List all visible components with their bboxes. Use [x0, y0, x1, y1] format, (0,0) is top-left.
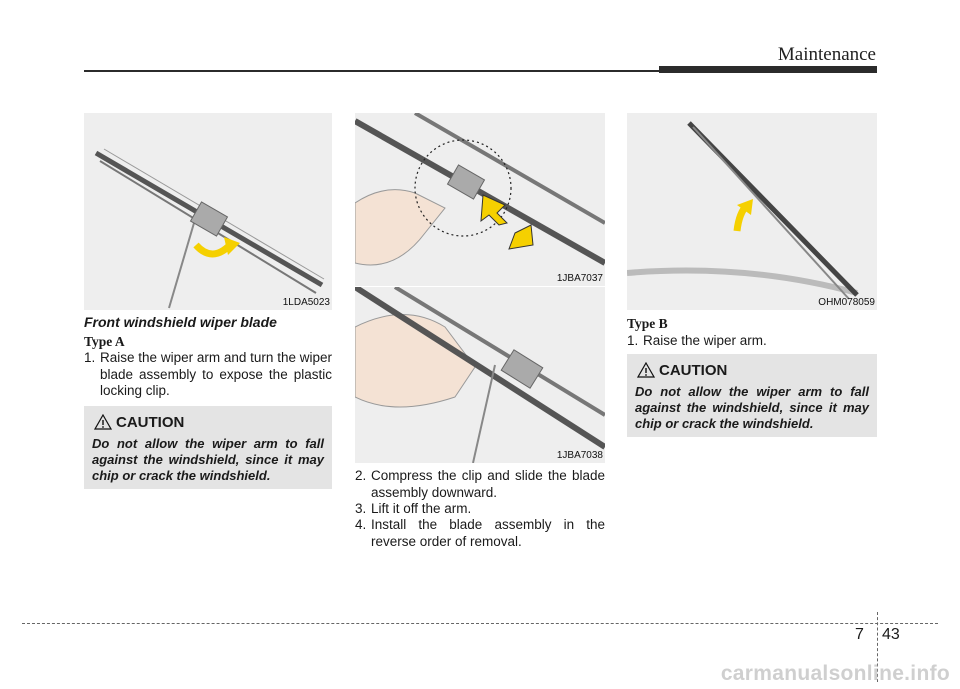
header-rule	[84, 70, 659, 72]
step-1-type-a: 1. Raise the wiper arm and turn the wipe…	[84, 350, 332, 400]
step-text: Lift it off the arm.	[371, 501, 472, 516]
figure-code: 1JBA7038	[556, 450, 603, 461]
caution-text: Do not allow the wiper arm to fall again…	[92, 436, 324, 483]
figure-wiper-type-a-turn: 1LDA5023	[84, 113, 332, 310]
type-b-label: Type B	[627, 316, 668, 331]
step-4: 4. Install the blade assembly in the rev…	[355, 517, 605, 550]
step-number: 3.	[355, 501, 367, 516]
step-3: 3. Lift it off the arm.	[355, 501, 605, 518]
caution-box-left: CAUTION Do not allow the wiper arm to fa…	[84, 406, 332, 489]
footer-rule	[22, 623, 938, 624]
warning-triangle-icon	[637, 362, 655, 378]
type-a-label: Type A	[84, 334, 125, 349]
step-number: 1.	[84, 350, 96, 365]
figure-code: 1JBA7037	[556, 273, 603, 284]
footer-divider	[877, 612, 878, 682]
caution-box-right: CAUTION Do not allow the wiper arm to fa…	[627, 354, 877, 437]
section-subtitle: Front windshield wiper blade	[84, 314, 277, 330]
step-text: Install the blade assembly in the revers…	[371, 517, 605, 549]
caution-title: CAUTION	[116, 414, 185, 431]
step-2: 2. Compress the clip and slide the blade…	[355, 468, 605, 501]
caution-text: Do not allow the wiper arm to fall again…	[635, 384, 869, 431]
chapter-number: 7	[855, 626, 864, 643]
section-title: Maintenance	[777, 44, 876, 65]
page-number: 43	[882, 626, 900, 643]
step-number: 4.	[355, 517, 367, 532]
caution-title: CAUTION	[659, 362, 728, 379]
step-number: 2.	[355, 468, 367, 483]
wiper-illustration-3	[355, 287, 605, 463]
step-text: Compress the clip and slide the blade as…	[371, 468, 605, 500]
figure-wiper-compress-clip: 1JBA7037	[355, 113, 605, 286]
figure-code: OHM078059	[818, 297, 875, 308]
figure-wiper-slide-blade: 1JBA7038	[355, 287, 605, 463]
figure-wiper-type-b-raise: OHM078059	[627, 113, 877, 310]
header-bar	[659, 66, 877, 73]
watermark: carmanualsonline.info	[720, 662, 950, 685]
warning-triangle-icon	[94, 414, 112, 430]
step-text: Raise the wiper arm and turn the wiper b…	[100, 350, 332, 398]
wiper-illustration-1	[94, 148, 325, 309]
wiper-illustration-2	[355, 113, 605, 266]
step-text: Raise the wiper arm.	[643, 333, 767, 348]
step-1-type-b: 1. Raise the wiper arm.	[627, 333, 877, 350]
figure-code: 1LDA5023	[282, 297, 330, 308]
wiper-illustration-4	[627, 121, 859, 300]
step-number: 1.	[627, 333, 639, 348]
